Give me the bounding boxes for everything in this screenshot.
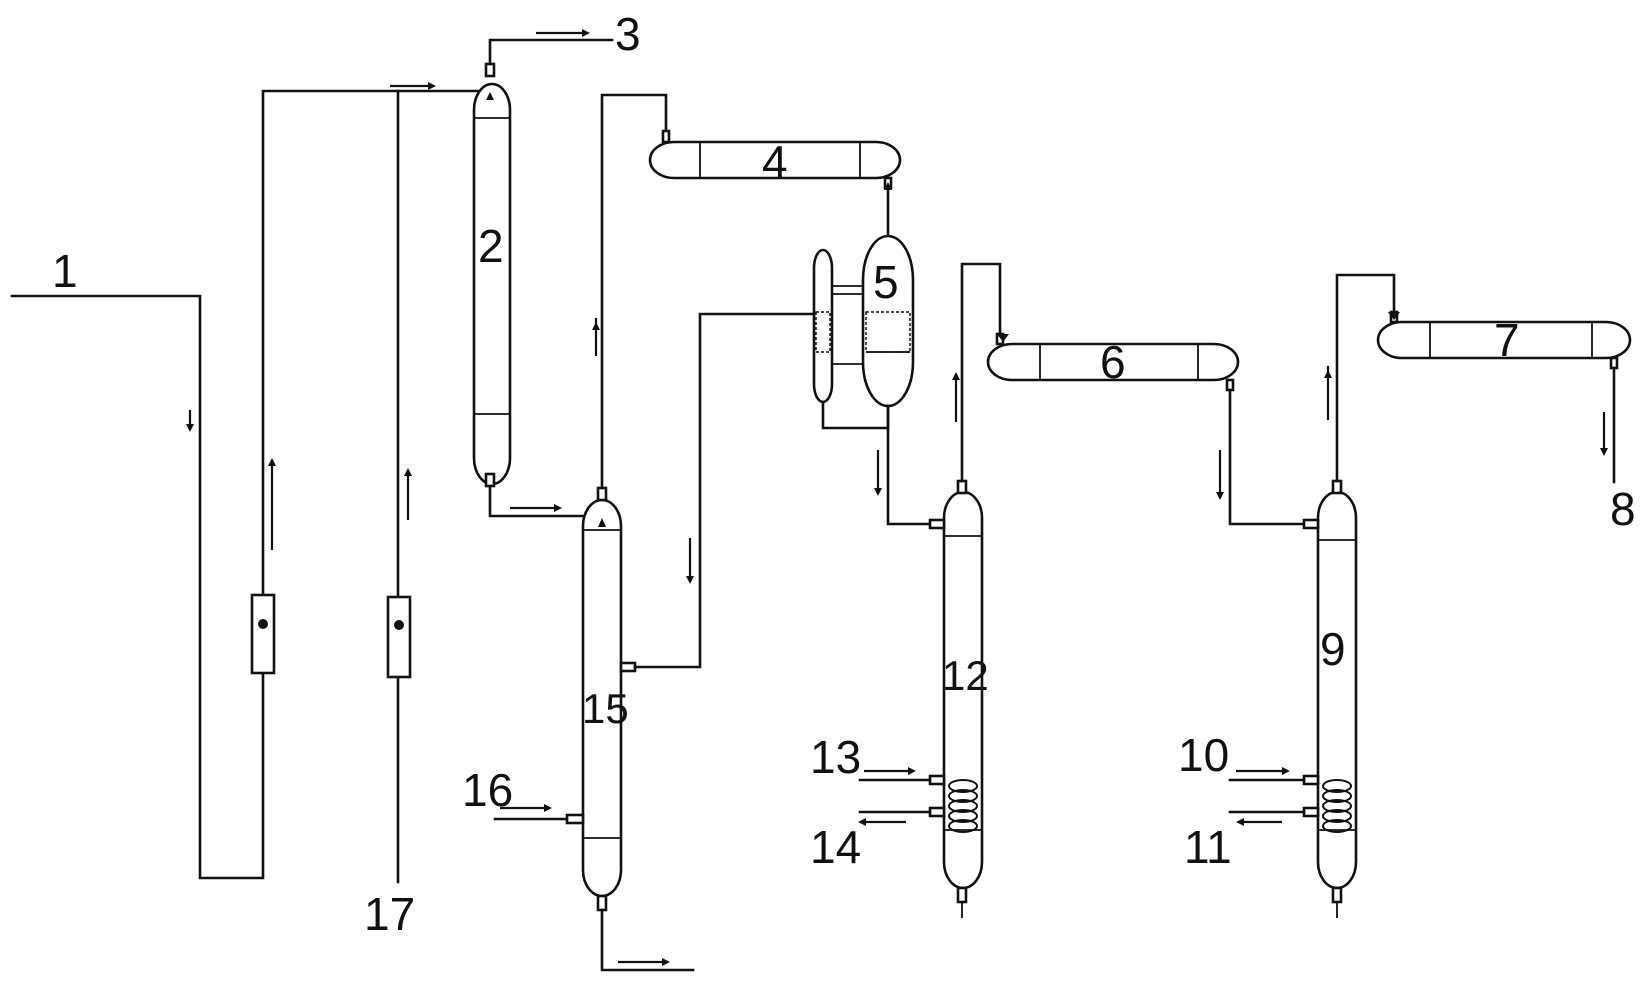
condenser-7 xyxy=(1376,310,1632,484)
feed-line-1 xyxy=(10,89,492,880)
reactor-12 xyxy=(858,262,1002,918)
label-5: 5 xyxy=(873,256,899,308)
label-3: 3 xyxy=(615,8,641,60)
label-16: 16 xyxy=(462,764,513,816)
label-14: 14 xyxy=(810,821,861,873)
label-13: 13 xyxy=(810,731,861,783)
heating-coil-9 xyxy=(1322,779,1352,833)
column-15 xyxy=(493,93,819,972)
condenser-6 xyxy=(986,332,1316,526)
flow-meter-right xyxy=(386,595,412,679)
label-8: 8 xyxy=(1610,483,1636,535)
column-2 xyxy=(472,29,614,518)
feed-line-17 xyxy=(386,82,436,884)
label-2: 2 xyxy=(478,220,504,272)
label-12: 12 xyxy=(942,652,989,699)
label-11: 11 xyxy=(1184,821,1232,873)
label-7: 7 xyxy=(1494,314,1520,366)
label-17: 17 xyxy=(364,888,415,940)
flow-meter-left-indicator xyxy=(258,619,268,629)
label-6: 6 xyxy=(1100,336,1126,388)
heating-coil-12 xyxy=(948,779,978,833)
flow-meter-left xyxy=(250,593,276,675)
label-15: 15 xyxy=(582,685,629,732)
label-9: 9 xyxy=(1320,623,1346,675)
condenser-4 xyxy=(648,129,902,250)
reactor-9 xyxy=(1228,273,1396,918)
separator-5 xyxy=(812,234,942,526)
label-10: 10 xyxy=(1178,729,1229,781)
label-4: 4 xyxy=(762,136,788,188)
flow-meter-right-indicator xyxy=(394,620,404,630)
labels: 1 2 3 4 5 6 7 8 9 10 11 12 13 14 15 16 1… xyxy=(52,8,1636,940)
label-1: 1 xyxy=(52,245,78,297)
